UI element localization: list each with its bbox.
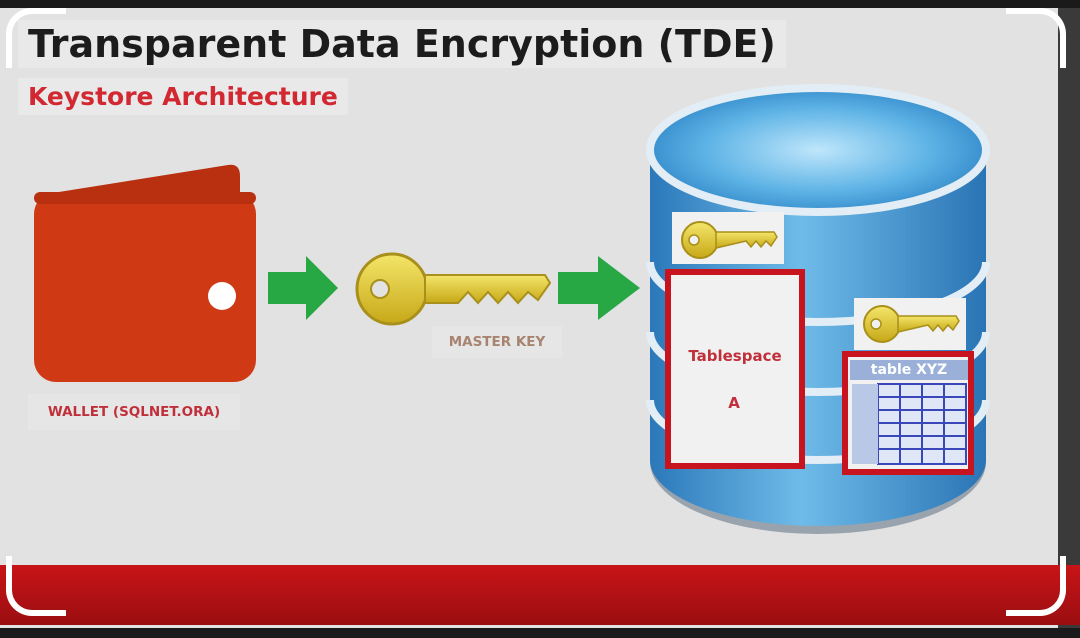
frame-corner	[6, 8, 66, 68]
page-title: Transparent Data Encryption (TDE)	[18, 20, 786, 68]
slide-edge	[1058, 8, 1080, 628]
tablespace-label: Tablespace	[676, 338, 794, 374]
wallet-label: WALLET (SQLNET.ORA)	[28, 394, 240, 430]
tablespace-name: A	[714, 388, 754, 418]
key-icon	[681, 221, 778, 259]
frame-corner	[1006, 8, 1066, 68]
table-grid-icon	[852, 383, 967, 465]
key-icon	[355, 252, 552, 326]
frame-corner	[6, 556, 66, 616]
table-xyz-label: table XYZ	[850, 360, 968, 380]
footer-accent-bar	[0, 565, 1080, 625]
page-subtitle: Keystore Architecture	[18, 78, 348, 115]
master-key-label: MASTER KEY	[432, 326, 562, 358]
key-icon	[863, 305, 960, 343]
frame-corner	[1006, 556, 1066, 616]
arrow-right-icon	[558, 256, 640, 320]
wallet-icon	[34, 164, 256, 382]
arrow-right-icon	[268, 256, 338, 320]
